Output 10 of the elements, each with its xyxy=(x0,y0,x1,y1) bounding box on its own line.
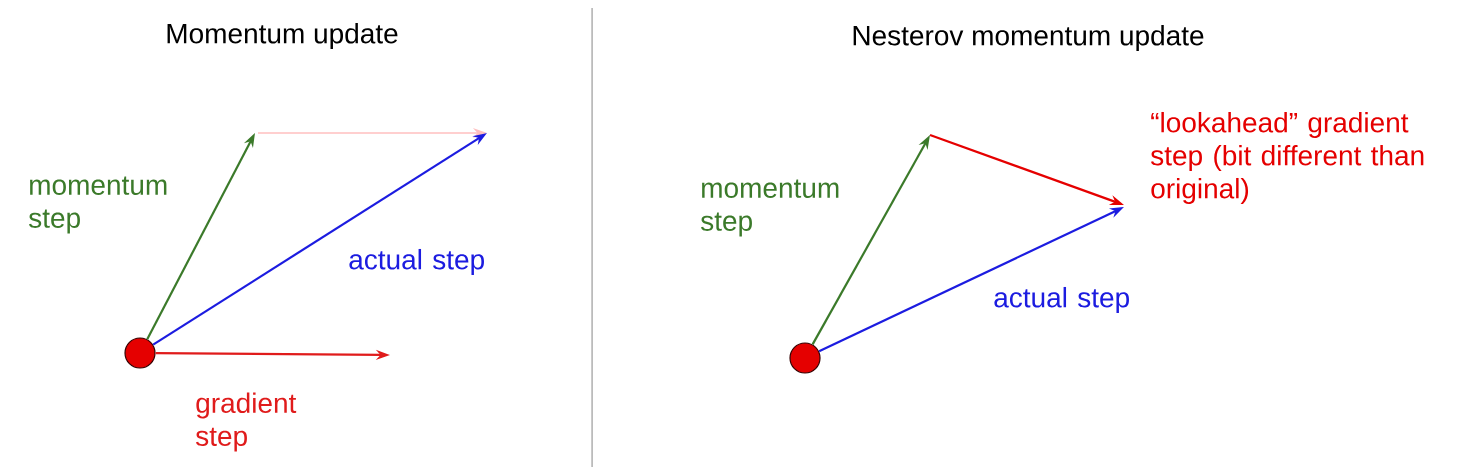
edge-label: actual step xyxy=(994,286,1129,314)
edge-label: actual step xyxy=(349,248,484,276)
annotation-text: “lookahead” gradient step (bit different than original) xyxy=(1151,111,1424,205)
dot xyxy=(124,337,156,369)
dot xyxy=(789,342,821,374)
panel-title: Momentum update xyxy=(167,22,398,50)
edge-label: momentum step xyxy=(701,179,839,237)
panel-title: Nesterov momentum update xyxy=(853,24,1204,52)
edge-label: momentum step xyxy=(29,176,167,234)
edge-label: gradient step xyxy=(196,392,297,452)
